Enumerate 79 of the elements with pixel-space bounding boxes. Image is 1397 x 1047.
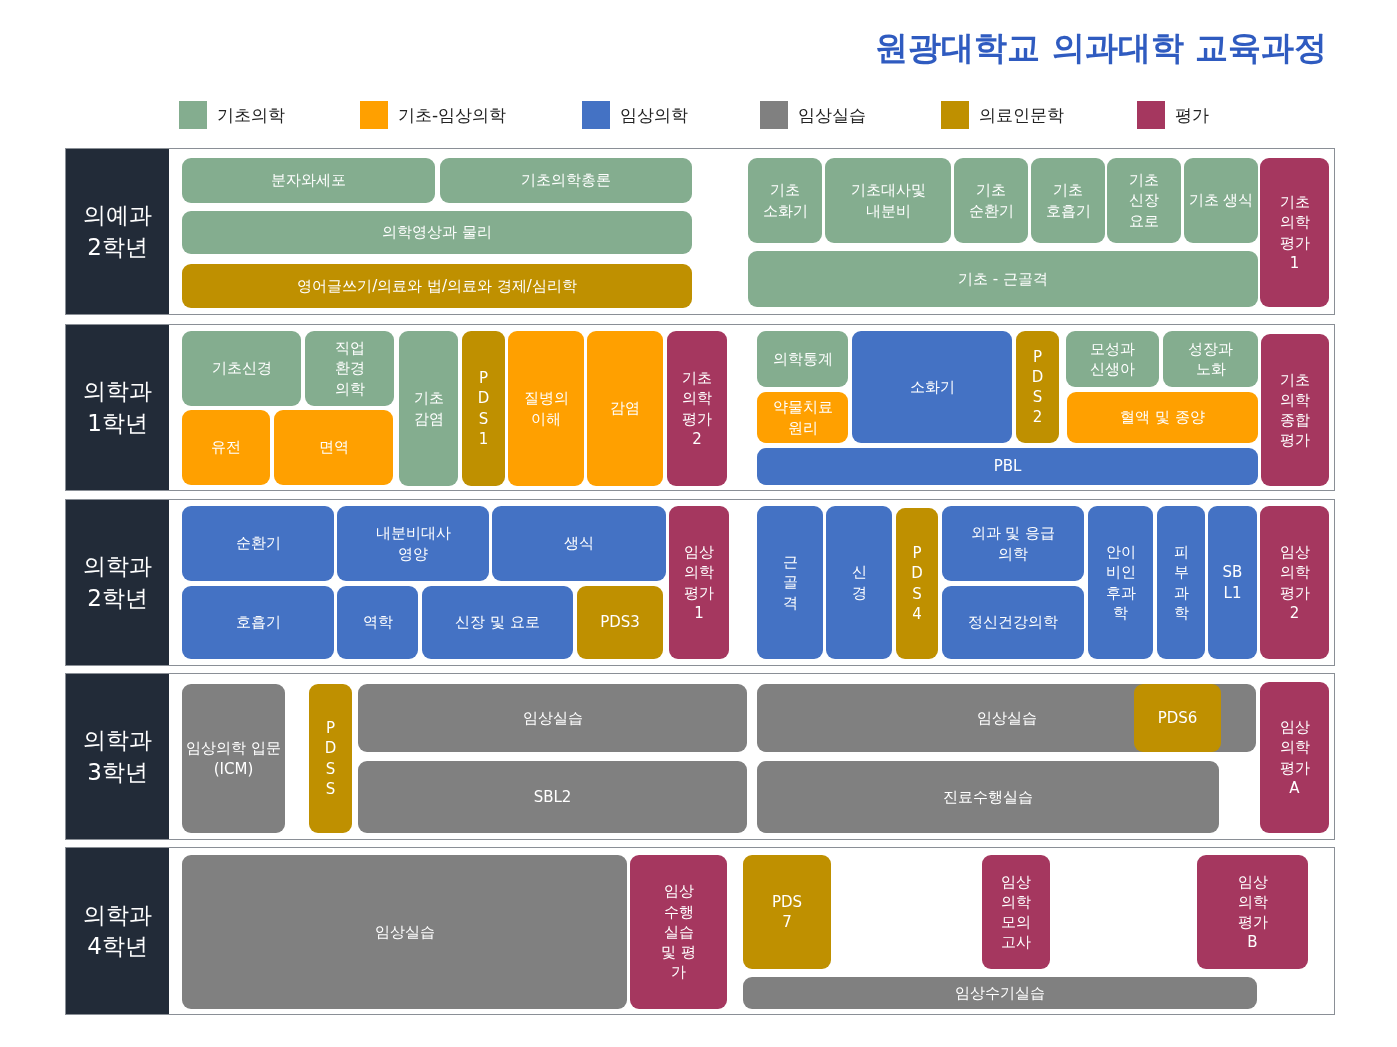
legend-label: 임상실습: [798, 103, 866, 127]
course-block: 성장과 노화: [1163, 331, 1258, 387]
year-header: 의학과 1학년: [66, 325, 169, 490]
year-header: 의학과 3학년: [66, 674, 169, 839]
course-block: 분자와세포: [182, 158, 435, 203]
course-block: 임상실습: [358, 684, 747, 752]
course-block: 기초 감염: [399, 331, 458, 486]
course-block: 생식: [492, 506, 666, 581]
course-block: SBL1: [1208, 506, 1257, 659]
year-header: 의학과 2학년: [66, 500, 169, 665]
title: 원광대학교 의과대학 교육과정: [875, 27, 1327, 69]
course-block: 기초대사및 내분비: [825, 158, 951, 243]
course-block: PDS4: [896, 508, 938, 659]
course-block: 약물치료 원리: [757, 392, 848, 443]
course-block: 소화기: [852, 331, 1012, 443]
course-block: 역학: [337, 586, 418, 659]
course-block: 임상 의학 평가 1: [669, 506, 729, 659]
year-row-panel: [65, 673, 1335, 840]
course-block: 신경: [826, 506, 892, 659]
year-row-panel: [65, 499, 1335, 666]
course-block: 순환기: [182, 506, 334, 581]
course-block: 신장 및 요로: [422, 586, 573, 659]
course-block: PDS6: [1134, 684, 1221, 752]
course-block: 임상 의학 모의 고사: [982, 855, 1050, 969]
course-block: 외과 및 응급의학: [942, 506, 1084, 581]
course-block: 정신건강의학: [942, 586, 1084, 659]
course-block: 기초 신장 요로: [1107, 158, 1181, 243]
course-block: 기초 의학 평가 2: [667, 331, 727, 486]
course-block: 기초신경: [182, 331, 301, 406]
course-block: 임상 의학 평가 A: [1260, 682, 1329, 833]
course-block: 의학영상과 물리: [182, 211, 692, 254]
year-row-panel: [65, 847, 1335, 1015]
course-block: 임상실습: [182, 855, 627, 1009]
course-block: 임상수기실습: [743, 977, 1257, 1009]
course-block: 임상 의학 평가 B: [1197, 855, 1308, 969]
legend-label: 의료인문학: [979, 103, 1064, 127]
course-block: [757, 684, 1256, 752]
course-block: 기초 순환기: [954, 158, 1028, 243]
legend-label: 기초-임상의학: [398, 103, 507, 127]
course-block: 호흡기: [182, 586, 334, 659]
course-block: 기초 의학 평가 1: [1260, 158, 1329, 307]
course-block: PDS3: [577, 586, 663, 659]
course-block: 임상의학 입문 (ICM): [182, 684, 285, 833]
course-block: 모성과 신생아: [1066, 331, 1159, 387]
legend-label: 기초의학: [217, 103, 285, 127]
course-block: 근골격: [757, 506, 823, 659]
course-block: SBL2: [358, 761, 747, 833]
course-block: 직업 환경 의학: [305, 331, 394, 406]
course-block: 영어글쓰기/의료와 법/의료와 경제/심리학: [182, 264, 692, 308]
course-block: 임상 수행 실습 및 평가: [630, 855, 727, 1009]
course-block: 내분비대사 영양: [337, 506, 489, 581]
year-header: 의예과 2학년: [66, 149, 169, 314]
course-block: 감염: [587, 331, 663, 486]
course-block: PDS1: [462, 331, 505, 486]
course-block: 의학통계: [757, 331, 848, 387]
course-block: 안이비인후과학: [1088, 506, 1153, 659]
course-block: 기초 호흡기: [1031, 158, 1105, 243]
course-block: 질병의 이해: [508, 331, 584, 486]
course-block: 기초 - 근골격: [748, 251, 1258, 307]
course-block: 기초의학총론: [440, 158, 692, 203]
course-label: 임상실습: [976, 707, 1037, 729]
course-block: 기초 생식: [1184, 158, 1258, 243]
course-block: 피부과학: [1157, 506, 1205, 659]
year-row-panel: [65, 324, 1335, 491]
course-block: 유전: [182, 410, 270, 485]
course-block: 임상 의학 평가 2: [1260, 506, 1329, 659]
year-header: 의학과 4학년: [66, 848, 169, 1014]
course-block: PDS2: [1016, 331, 1059, 443]
course-block: 기초 소화기: [748, 158, 822, 243]
year-row-panel: [65, 148, 1335, 315]
legend-label: 평가: [1175, 103, 1209, 127]
course-block: 혈액 및 종양: [1067, 392, 1258, 443]
course-block: 면역: [274, 410, 393, 485]
course-block: 기초 의학 종합 평가: [1261, 334, 1329, 486]
course-block: 진료수행실습: [757, 761, 1219, 833]
course-block: PDSS: [309, 684, 352, 833]
course-block: PBL: [757, 448, 1258, 485]
course-block: PDS 7: [743, 855, 831, 969]
legend-label: 임상의학: [620, 103, 688, 127]
